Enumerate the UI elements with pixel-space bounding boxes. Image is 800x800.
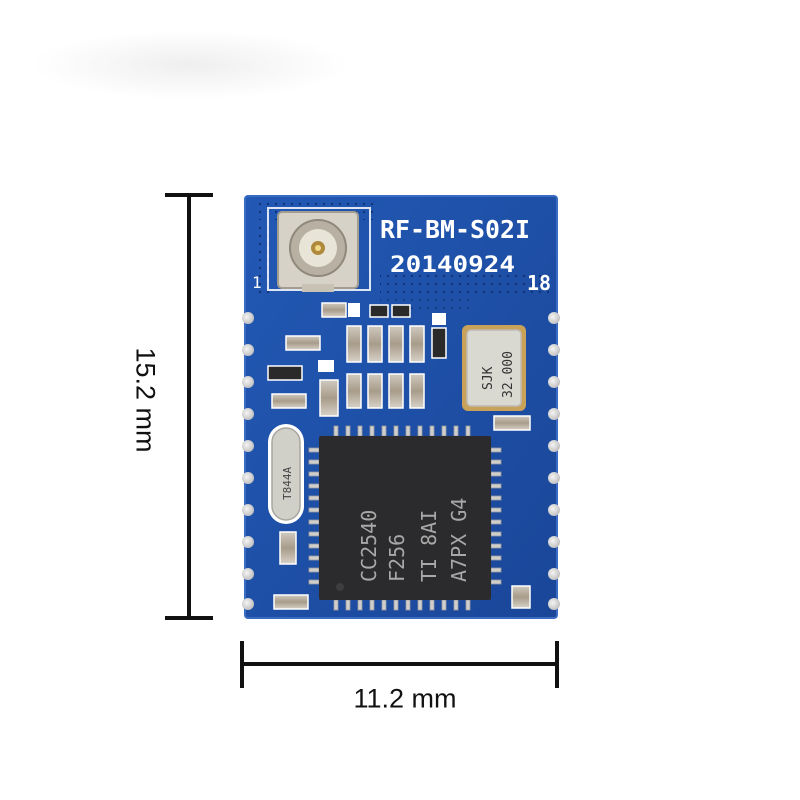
crystal-large: SJK 32.000 xyxy=(462,325,526,411)
height-dimension-line xyxy=(165,193,213,620)
antenna-connector xyxy=(277,211,359,292)
chip-line1: CC2540 xyxy=(357,510,381,582)
background-shadow xyxy=(30,30,350,100)
crystal-large-line2: 32.000 xyxy=(501,351,516,398)
crystal-small-text: T844A xyxy=(281,467,294,500)
via-field-left xyxy=(256,225,270,295)
main-chip: CC2540 F256 TI 8AI A7PX G4 xyxy=(308,425,502,611)
width-dimension-label: 11.2 mm xyxy=(353,683,457,714)
height-dimension-label: 15.2 mm xyxy=(130,347,161,453)
chip-line2: F256 xyxy=(385,534,409,582)
model-text: RF-BM-S02I xyxy=(380,215,530,244)
passive-components xyxy=(267,302,531,610)
board-mark-text: 18 xyxy=(527,271,551,295)
chip-line3: TI 8AI xyxy=(417,510,441,582)
via-field-right xyxy=(380,270,550,294)
edge-pads-left xyxy=(242,312,254,610)
pin-one-mark: 1 xyxy=(252,273,262,292)
crystal-large-line1: SJK xyxy=(481,366,496,390)
width-dimension-line xyxy=(240,641,559,688)
date-code-text: 20140924 xyxy=(390,253,515,278)
edge-pads-right xyxy=(548,312,560,610)
chip-line4: A7PX G4 xyxy=(447,498,471,582)
crystal-small: T844A xyxy=(268,424,304,524)
